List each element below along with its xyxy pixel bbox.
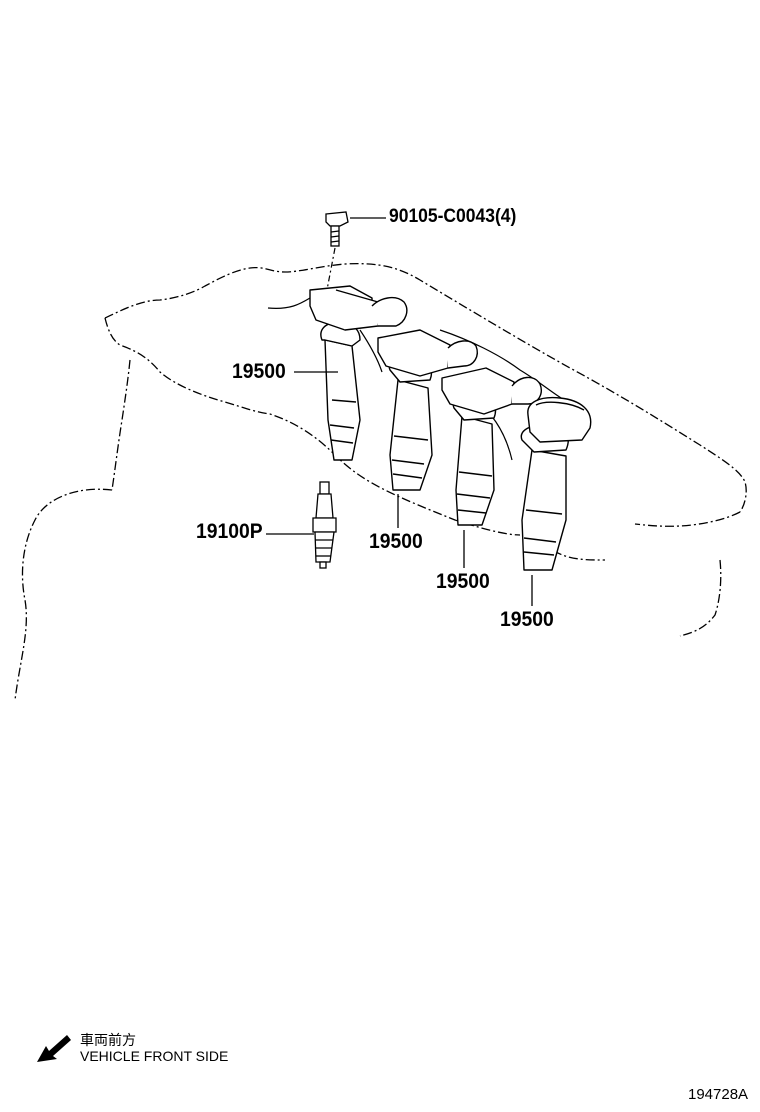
callout-coil-4: 19500 (500, 608, 554, 631)
legend-japanese: 車両前方 (80, 1032, 136, 1048)
diagram-reference-number: 194728A (688, 1086, 749, 1103)
callout-bolt: 90105-C0043(4) (389, 206, 517, 227)
callout-coil-1: 19500 (232, 360, 286, 383)
vehicle-front-arrow-icon (37, 1035, 71, 1062)
ignition-coil-2 (377, 329, 478, 491)
spark-plug (312, 481, 337, 569)
ignition-coil-3 (441, 367, 542, 526)
callout-coil-2: 19500 (369, 530, 423, 553)
ignition-coil-4 (520, 396, 592, 571)
callout-coil-3: 19500 (436, 570, 490, 593)
leader-lines (266, 217, 533, 606)
bolt (325, 211, 349, 247)
callout-spark-plug: 19100P (196, 520, 263, 543)
ignition-coils (309, 285, 592, 571)
ignition-coil-1 (309, 285, 408, 461)
engine-outline (14, 262, 747, 701)
legend-english: VEHICLE FRONT SIDE (80, 1048, 229, 1064)
bolt-axis-line (325, 247, 336, 296)
